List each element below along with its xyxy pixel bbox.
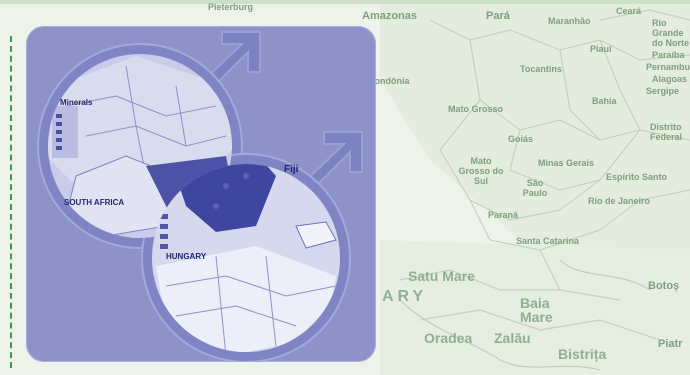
map-label-tocantins: Tocantins — [520, 64, 562, 74]
map-label-minas-gerais: Minas Gerais — [538, 158, 595, 168]
map-label-ceara: Ceará — [616, 6, 642, 16]
inner-label-minerals: Minerals — [60, 98, 93, 107]
map-label-bahia: Bahia — [592, 96, 617, 106]
map-label-rio-de-janeiro: Rio de Janeiro — [588, 196, 651, 206]
map-label-mato-grosso: Mato Grosso — [448, 104, 504, 114]
dashed-guide-line — [10, 36, 12, 368]
male-symbol-maps-illustration — [37, 31, 363, 362]
map-label-paraiba: Paraíba — [652, 50, 685, 60]
map-label-satu-mare: Satu Mare — [408, 268, 475, 284]
map-label-para: Pará — [486, 10, 510, 22]
inner-label-fiji: Fiji — [284, 164, 299, 175]
inner-label-hungary: HUNGARY — [166, 252, 207, 261]
top-strip — [0, 0, 690, 4]
map-label-pieterburg: Pieterburg — [208, 2, 254, 12]
map-label-sao-paulo: São Paulo — [522, 178, 548, 198]
map-label-parana: Paraná — [488, 210, 519, 220]
map-label-maranhao: Maranhão — [548, 16, 591, 26]
map-label-oradea: Oradea — [424, 330, 473, 346]
map-label-botosani: Botoș — [648, 280, 680, 292]
map-label-pernambuco: Pernambuco — [646, 62, 690, 72]
map-label-sergipe: Sergipe — [646, 86, 680, 96]
map-label-rio-grande: Rio Grande do Norte — [652, 18, 689, 48]
map-label-distrito-federal: Distrito Federal — [650, 122, 683, 142]
map-label-piaui: Piauí — [590, 44, 612, 54]
map-label-goias: Goiás — [508, 134, 534, 144]
map-label-zalau: Zalău — [494, 330, 531, 346]
map-label-alagoas: Alagoas — [652, 74, 688, 84]
inner-label-south-africa: SOUTH AFRICA — [64, 198, 125, 207]
map-label-baia-mare: Baia Mare — [520, 295, 553, 325]
map-label-piatra: Piatr — [658, 338, 683, 350]
map-label-espirito-santo: Espírito Santo — [606, 172, 668, 182]
map-label-amazonas: Amazonas — [362, 10, 418, 22]
map-label-bistrita: Bistrița — [558, 346, 607, 362]
map-label-ary: ARY — [382, 288, 428, 305]
map-label-santa-catarina: Santa Catarina — [516, 236, 580, 246]
illustration-panel: Minerals SOUTH AFRICA Fiji HUNGARY — [26, 26, 376, 362]
map-label-rondonia: Rondônia — [368, 76, 410, 86]
map-label-mato-grosso-do-sul: Mato Grosso do Sul — [458, 156, 504, 186]
